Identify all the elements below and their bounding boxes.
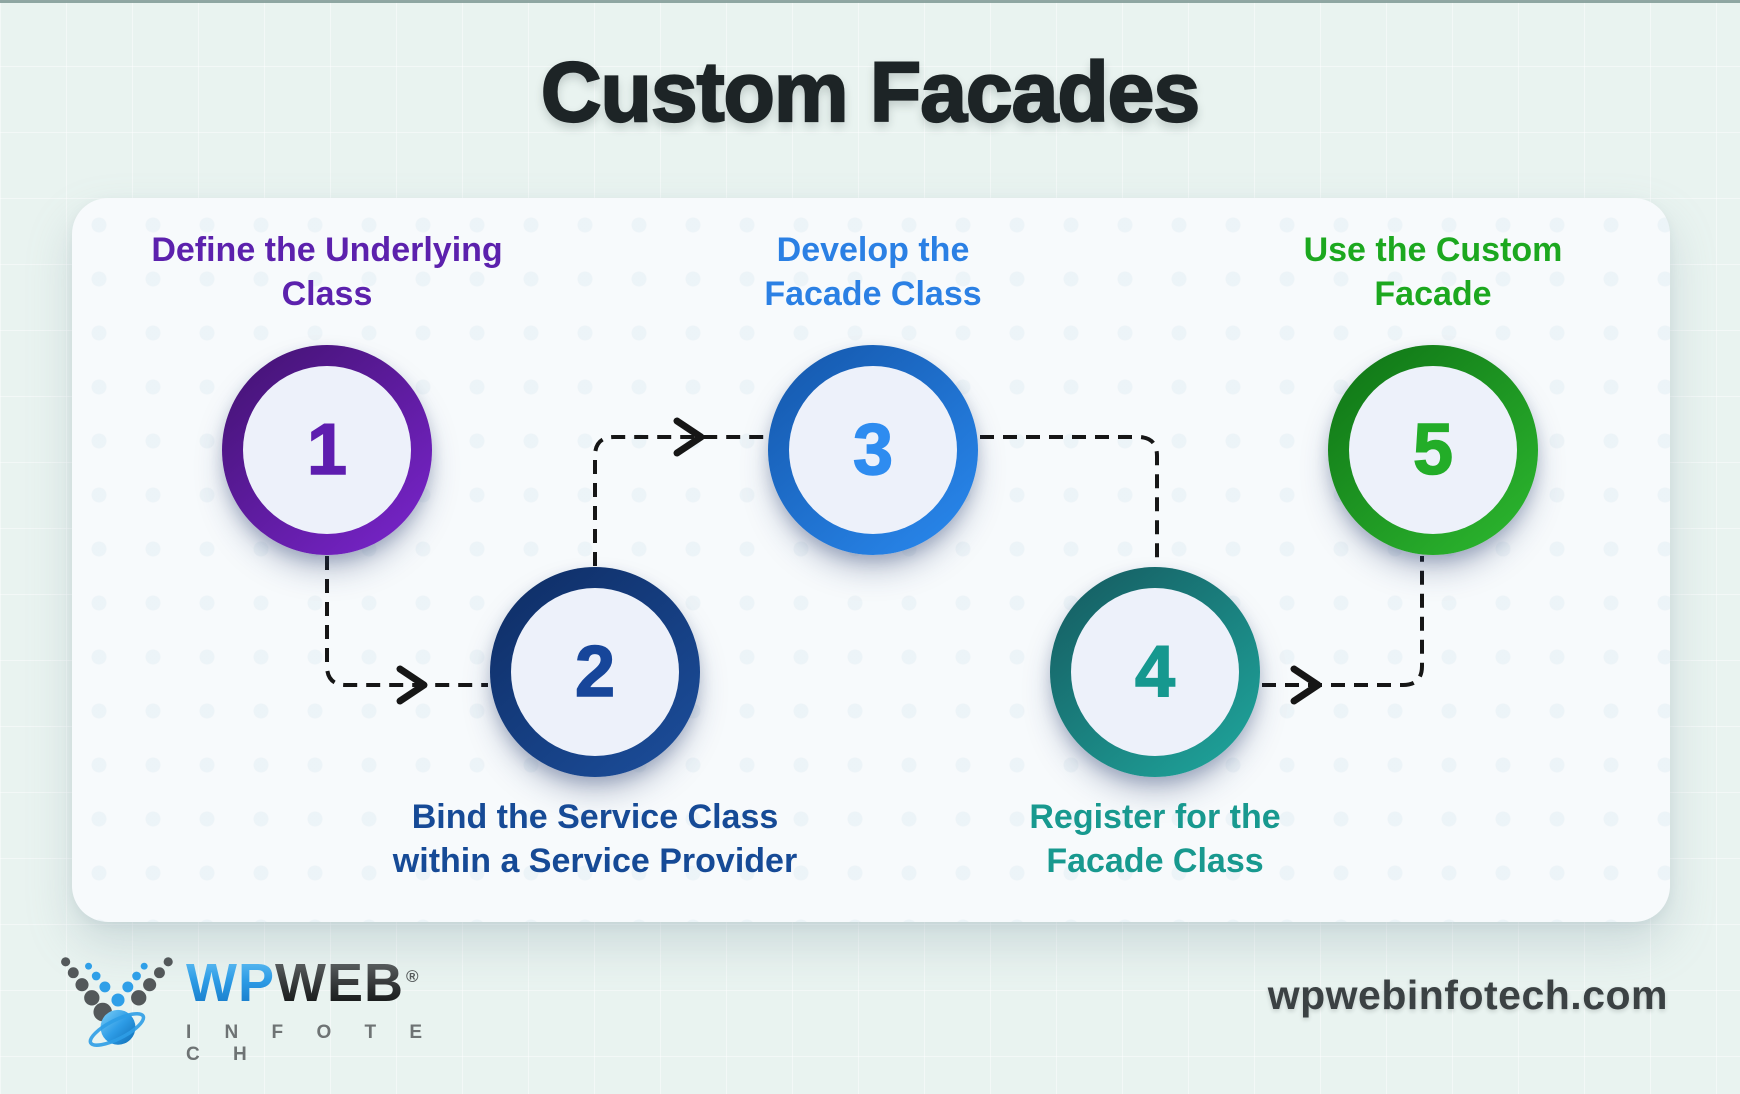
step-5-label: Use the Custom Facade: [1303, 231, 1563, 313]
step-5-number: 5: [1412, 409, 1454, 491]
step-2-number: 2: [574, 631, 616, 713]
step-1-circle-fill: 1: [243, 366, 411, 534]
step-1-label: Define the Underlying Class: [151, 231, 503, 313]
step-5-circle: 5: [1328, 345, 1538, 555]
step-3-circle-fill: 3: [789, 366, 957, 534]
website-url: wpwebinfotech.com: [1267, 972, 1668, 1018]
wpweb-logo-text: WPWEB® I N F O T E C H: [186, 956, 438, 1066]
step-2-label: Bind the Service Class within a Service …: [392, 798, 798, 880]
logo-infotech: I N F O T E C H: [186, 1022, 437, 1065]
step-1-circle: 1: [222, 345, 432, 555]
step-4-label: Register for the Facade Class: [1029, 798, 1281, 880]
step-1-number: 1: [306, 409, 348, 491]
top-edge-line: [0, 0, 1740, 3]
page-title: Custom Facades: [540, 44, 1201, 140]
step-3-label: Develop the Facade Class: [764, 231, 982, 313]
step-2-circle-fill: 2: [511, 588, 679, 756]
logo-web: WEB: [275, 953, 404, 1013]
step-4-number: 4: [1134, 631, 1176, 713]
logo-wordmark: WPWEB®: [186, 956, 438, 1010]
registered-mark: ®: [405, 967, 420, 986]
step-4-circle-fill: 4: [1071, 588, 1239, 756]
wpweb-logo-icon: [61, 957, 173, 1047]
wpweb-logo: WPWEB® I N F O T E C H: [58, 942, 438, 1082]
step-3-number: 3: [852, 409, 894, 491]
step-4-circle: 4: [1050, 567, 1260, 777]
step-2-circle: 2: [490, 567, 700, 777]
step-5-circle-fill: 5: [1349, 366, 1517, 534]
step-3-circle: 3: [768, 345, 978, 555]
logo-wp: WP: [186, 953, 275, 1013]
